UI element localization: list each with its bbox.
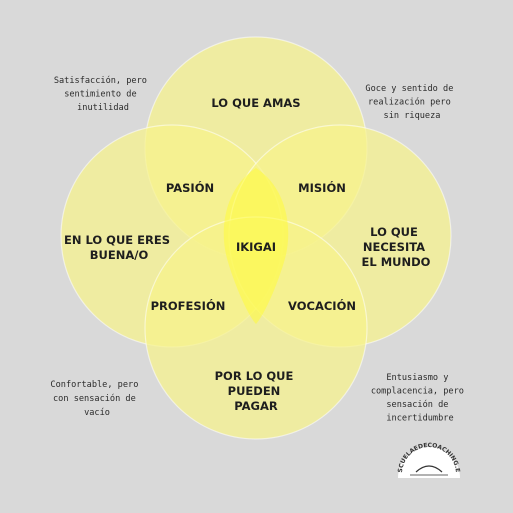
label-vocacion: VOCACIÓN: [288, 298, 356, 313]
ikigai-center-region: [223, 168, 289, 324]
label-profesion: PROFESIÓN: [151, 298, 226, 313]
label-por-lo-que-pueden-pagar: POR LO QUE PUEDEN PAGAR: [215, 369, 298, 413]
note-top-right: Goce y sentido de realización pero sin r…: [365, 84, 458, 121]
label-pasion: PASIÓN: [166, 180, 214, 195]
label-lo-que-necesita-el-mundo: LO QUE NECESITA EL MUNDO: [362, 225, 431, 269]
label-ikigai: IKIGAI: [236, 240, 276, 254]
label-mision: MISIÓN: [298, 180, 346, 195]
note-bottom-right: Entusiasmo y complacencia, pero sensació…: [371, 373, 469, 424]
venn-circles: [60, 36, 452, 440]
label-en-lo-que-eres-buena: EN LO QUE ERES BUENA/O: [64, 233, 174, 262]
logo-mark: [415, 465, 443, 473]
logo-half-circle: [398, 447, 460, 478]
note-bottom-left: Confortable, pero con sensación de vacío: [50, 380, 143, 418]
label-lo-que-amas: LO QUE AMAS: [211, 96, 300, 110]
note-top-left: Satisfacción, pero sentimiento de inutil…: [54, 75, 152, 113]
